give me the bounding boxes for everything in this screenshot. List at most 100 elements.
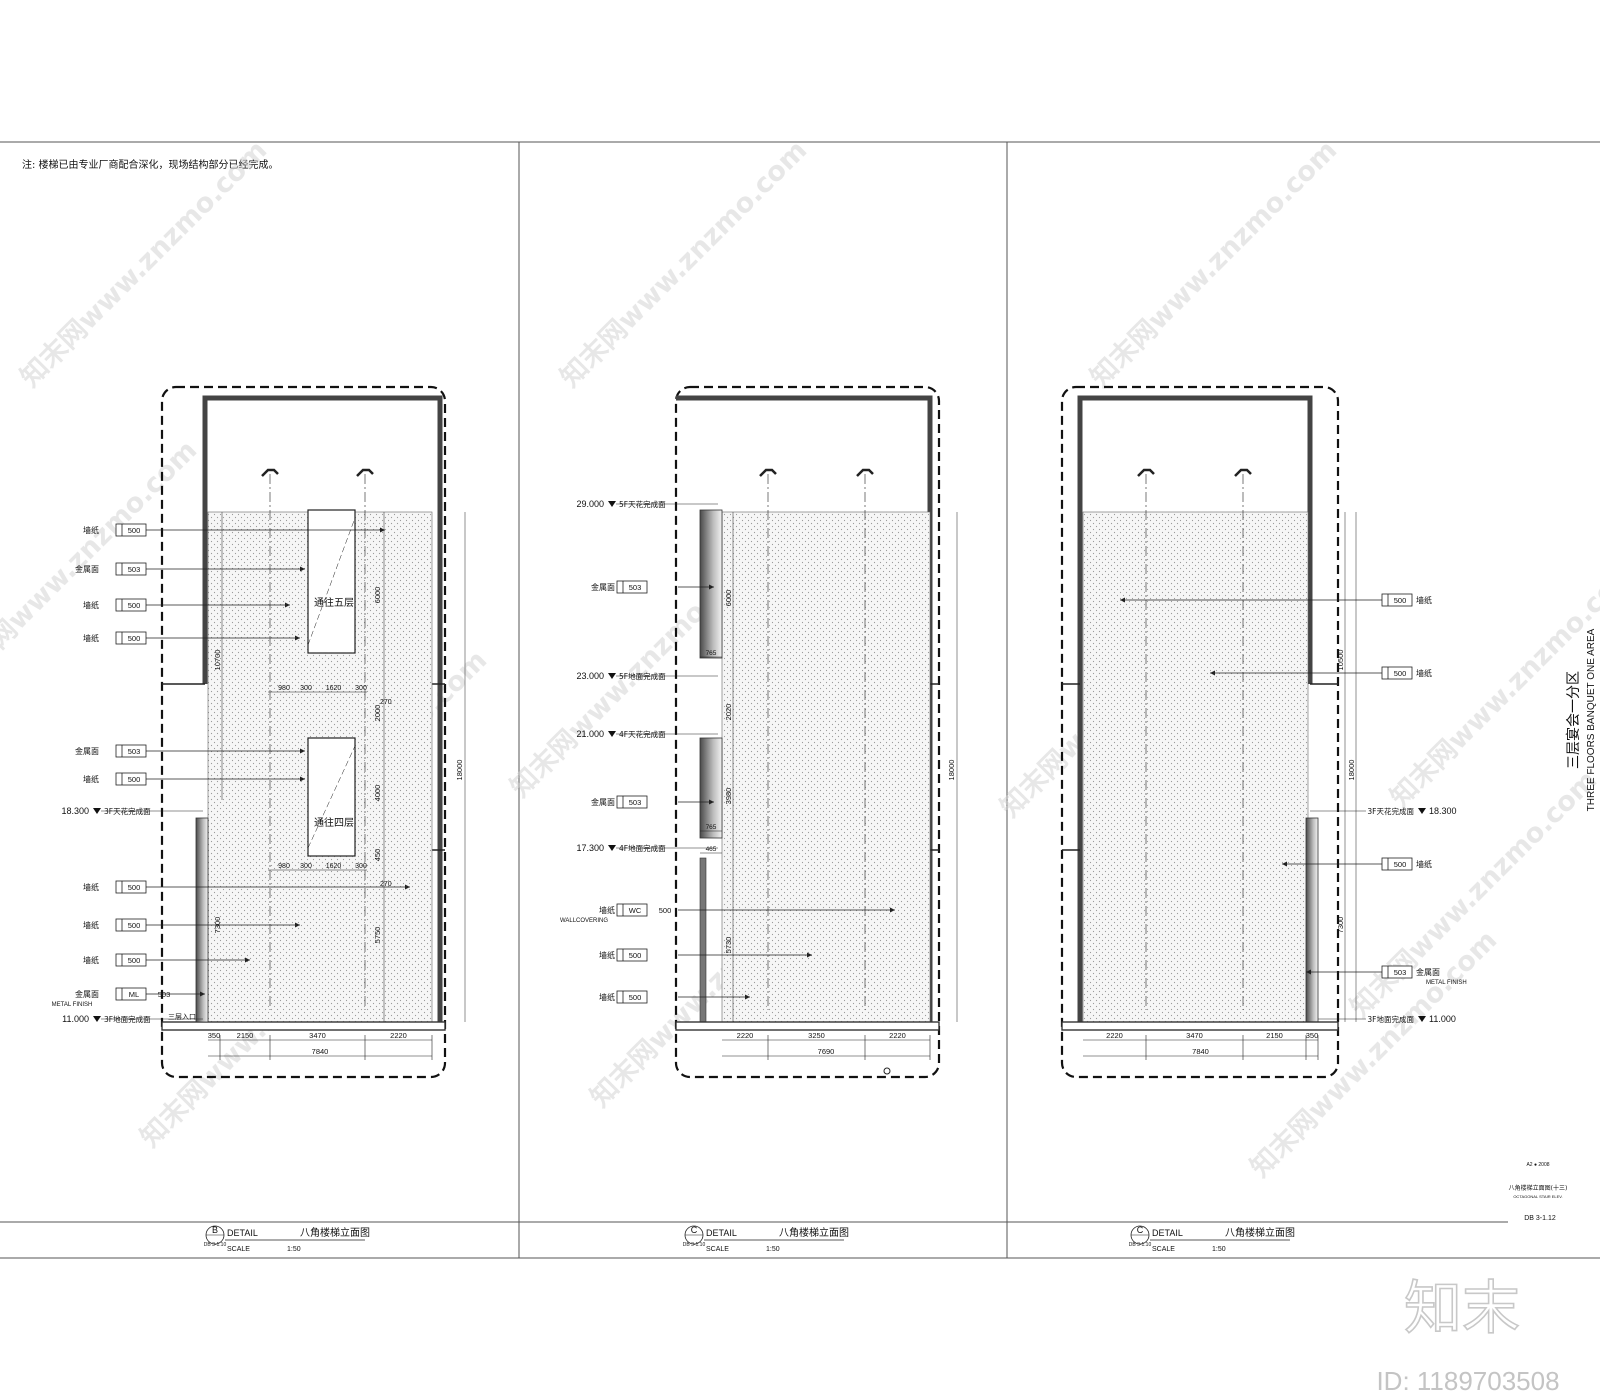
material-label-2: 墙纸 — [599, 905, 615, 915]
clouded-boundary — [160, 385, 447, 1079]
detail-label: DETAIL — [227, 1228, 258, 1238]
lamp-right — [1234, 468, 1252, 477]
watermark-text-2: 知末网www.znzmo.com — [1085, 135, 1344, 394]
material-tag-9-code: ML — [129, 990, 139, 999]
material-tag-5-code: 500 — [128, 775, 141, 784]
level-3f-ceiling-value: 18.300 — [61, 806, 89, 816]
material-tag-3-box — [1381, 965, 1413, 979]
vdim-4: 5750 — [373, 927, 382, 944]
material-tag-0-code: 500 — [128, 526, 141, 535]
entry-label: 三层入口 — [168, 1013, 196, 1021]
detail-marker-letter: C — [691, 1225, 698, 1235]
opening-offset-0: 270 — [380, 699, 392, 706]
title-block-name: 八角楼梯立面图(十三) — [1509, 1184, 1568, 1192]
detail-marker-ref: DB 3-1.10 — [1129, 1242, 1152, 1248]
material-label-8: 墙纸 — [83, 955, 99, 965]
material-leader-1-arrowhead — [1210, 670, 1215, 676]
material-leader-2-arrowhead — [890, 907, 895, 913]
detail-marker-letter: B — [212, 1225, 218, 1235]
entry-metal-jamb — [1305, 817, 1319, 1023]
stair-opening-diagonal-0 — [307, 517, 356, 646]
material-leader-5-arrowhead — [300, 776, 305, 782]
opening-dim-1-0: 980 — [278, 863, 290, 870]
material-label-5: 墙纸 — [83, 774, 99, 784]
material-tag-1-code: 503 — [128, 565, 141, 574]
material-label-0: 金属面 — [591, 582, 615, 592]
material-tag-0-code: 503 — [629, 583, 642, 592]
material-tag-0-code: 500 — [1394, 596, 1407, 605]
opening-dim-1-2: 1620 — [326, 863, 342, 870]
side-title-en: THREE FLOORS BANQUET ONE AREA — [1586, 628, 1597, 811]
material-tag-8-code: 500 — [128, 956, 141, 965]
small-dim-1: 765 — [706, 824, 717, 831]
material-label-9: 金属面 — [75, 989, 99, 999]
vdim-1: 2000 — [373, 705, 382, 722]
vdim-low: 7300 — [1336, 917, 1345, 934]
material-leader-1-arrowhead — [300, 566, 305, 572]
clouded-boundary — [1060, 385, 1340, 1079]
detail-marker-letter: C — [1137, 1225, 1144, 1235]
vdim-3: 450 — [373, 849, 382, 862]
opening-offset-1: 270 — [380, 881, 392, 888]
opening-dim-0-1: 300 — [300, 685, 312, 692]
scale-value: 1:50 — [766, 1246, 780, 1253]
watermark-text-9: 知末网www.znzmo.com — [1345, 765, 1600, 1024]
opening-dim-0-3: 300 — [355, 685, 367, 692]
general-note: 注: 楼梯已由专业厂商配合深化，现场结构部分已经完成。 — [22, 158, 279, 171]
side-wall-lower — [699, 857, 707, 1025]
level-3f-floor-triangle — [1418, 1016, 1426, 1022]
level-2-value: 21.000 — [576, 729, 604, 739]
material-tag-1-box — [616, 795, 648, 809]
material-leader-4-arrowhead — [745, 994, 750, 1000]
side-title: 三层宴会一分区 THREE FLOORS BANQUET ONE AREA — [1565, 628, 1597, 811]
wallpaper-zone — [1082, 511, 1309, 1023]
material-tag-2-code: 500 — [128, 601, 141, 610]
vdim-0: 6000 — [724, 590, 733, 607]
hdim-label-3: 2220 — [390, 1031, 407, 1040]
level-3f-ceiling-triangle — [1418, 808, 1426, 814]
material-leader-1-arrowhead — [709, 799, 714, 805]
material-leader-3-arrowhead — [295, 635, 300, 641]
material-leader-2-arrowhead — [1282, 861, 1287, 867]
detail-label: DETAIL — [706, 1228, 737, 1238]
hdim-label-3: 350 — [1306, 1031, 1319, 1040]
material-label-2: 墙纸 — [83, 600, 99, 610]
material-label-4: 墙纸 — [599, 992, 615, 1002]
datum-marker — [883, 1067, 891, 1075]
vdim-total: 18000 — [947, 760, 956, 781]
vdim-total: 18000 — [455, 760, 464, 781]
material-label-1: 金属面 — [75, 564, 99, 574]
level-3f-ceiling-text: 3F天花完成面 — [1367, 806, 1414, 816]
small-dim-2: 465 — [706, 846, 717, 853]
vdim-long: 10500 — [1336, 650, 1345, 671]
material-tag-3-code: 500 — [629, 951, 642, 960]
material-tag-2-code: 500 — [1394, 860, 1407, 869]
material-leader-7-arrowhead — [295, 922, 300, 928]
hdim-label-0: 2220 — [1106, 1031, 1123, 1040]
material-tag-1-code: 503 — [629, 798, 642, 807]
level-3f-ceiling-value: 18.300 — [1429, 806, 1457, 816]
stair-opening-label-0: 通往五层 — [314, 596, 354, 609]
metal-panel-5f — [699, 509, 723, 659]
brand-logo: 知末 — [1404, 1274, 1520, 1342]
material-tag-2-box — [1381, 857, 1413, 871]
vdim-3: 5730 — [724, 937, 733, 954]
material-leader-0-arrowhead — [709, 584, 714, 590]
material-tag-3-box — [616, 948, 648, 962]
material-tag-4-box — [616, 990, 648, 1004]
floor-slab — [161, 1021, 446, 1031]
clouded-boundary — [674, 385, 941, 1079]
lamp-right — [856, 468, 874, 477]
material-tag-6-code: 500 — [128, 883, 141, 892]
hdim-label-0: 2220 — [737, 1031, 754, 1040]
material-label-6: 墙纸 — [83, 882, 99, 892]
brand-id: ID: 1189703508 — [1376, 1366, 1559, 1396]
material-label-7: 墙纸 — [83, 920, 99, 930]
material-leader-0-arrowhead — [1120, 597, 1125, 603]
material-tag-2-code: WC — [629, 906, 642, 915]
watermark-text-3: 知末网www.znzmo.com — [0, 435, 203, 694]
vdim-0: 6000 — [373, 587, 382, 604]
hdim-label-2: 2150 — [1266, 1031, 1283, 1040]
